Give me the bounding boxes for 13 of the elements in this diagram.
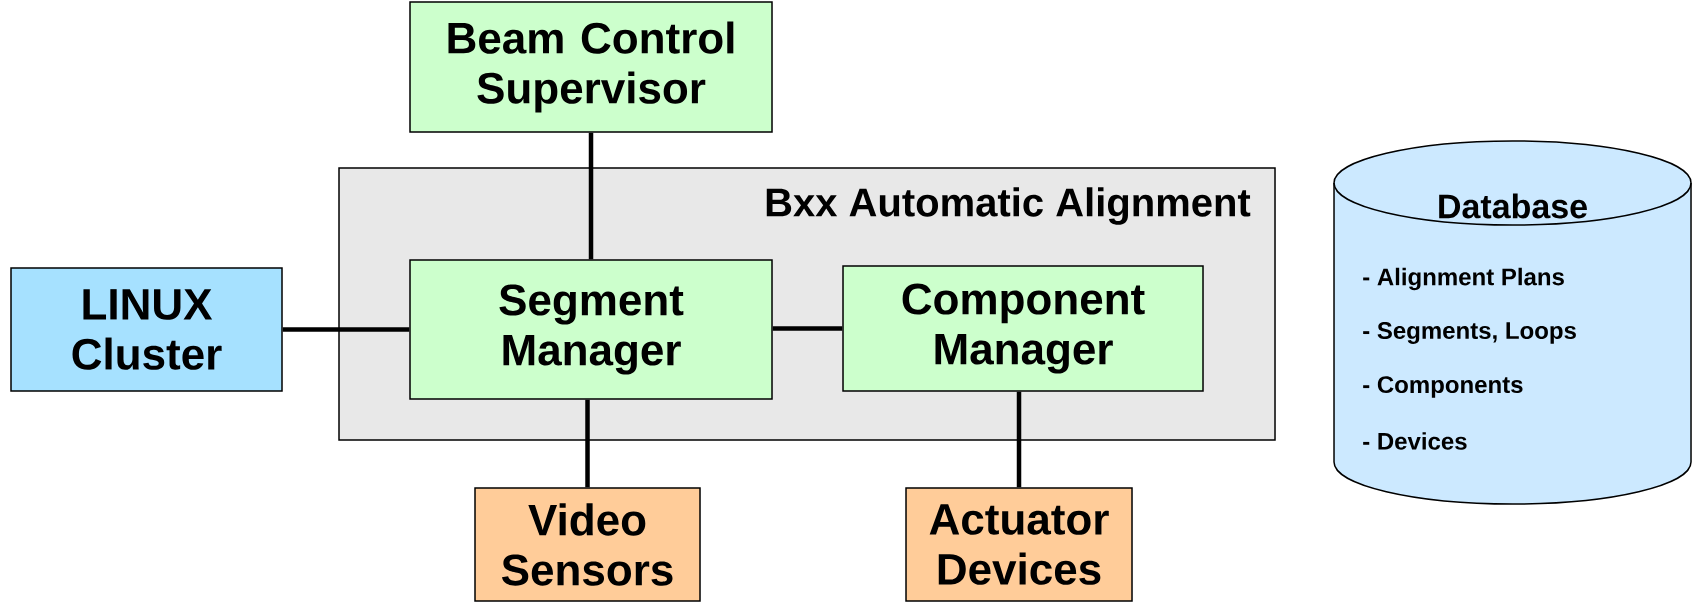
process-box: Component Manager — [842, 265, 1204, 392]
connector-line — [772, 326, 843, 331]
connector-line — [588, 132, 594, 260]
database-cylinder: Database - Alignment Plans - Segments, Loops - Components - Devices — [1333, 140, 1692, 505]
process-box: Beam Control Supervisor — [409, 1, 773, 133]
process-box: Segment Manager — [409, 259, 773, 400]
connector-line — [1016, 391, 1022, 488]
process-box: Actuator Devices — [905, 487, 1133, 602]
connector-line — [585, 399, 590, 488]
process-box: LINUX Cluster — [10, 267, 283, 392]
process-box: Video Sensors — [474, 487, 701, 602]
group-title: Bxx Automatic Alignment — [766, 187, 1251, 225]
connector-line — [282, 327, 410, 332]
